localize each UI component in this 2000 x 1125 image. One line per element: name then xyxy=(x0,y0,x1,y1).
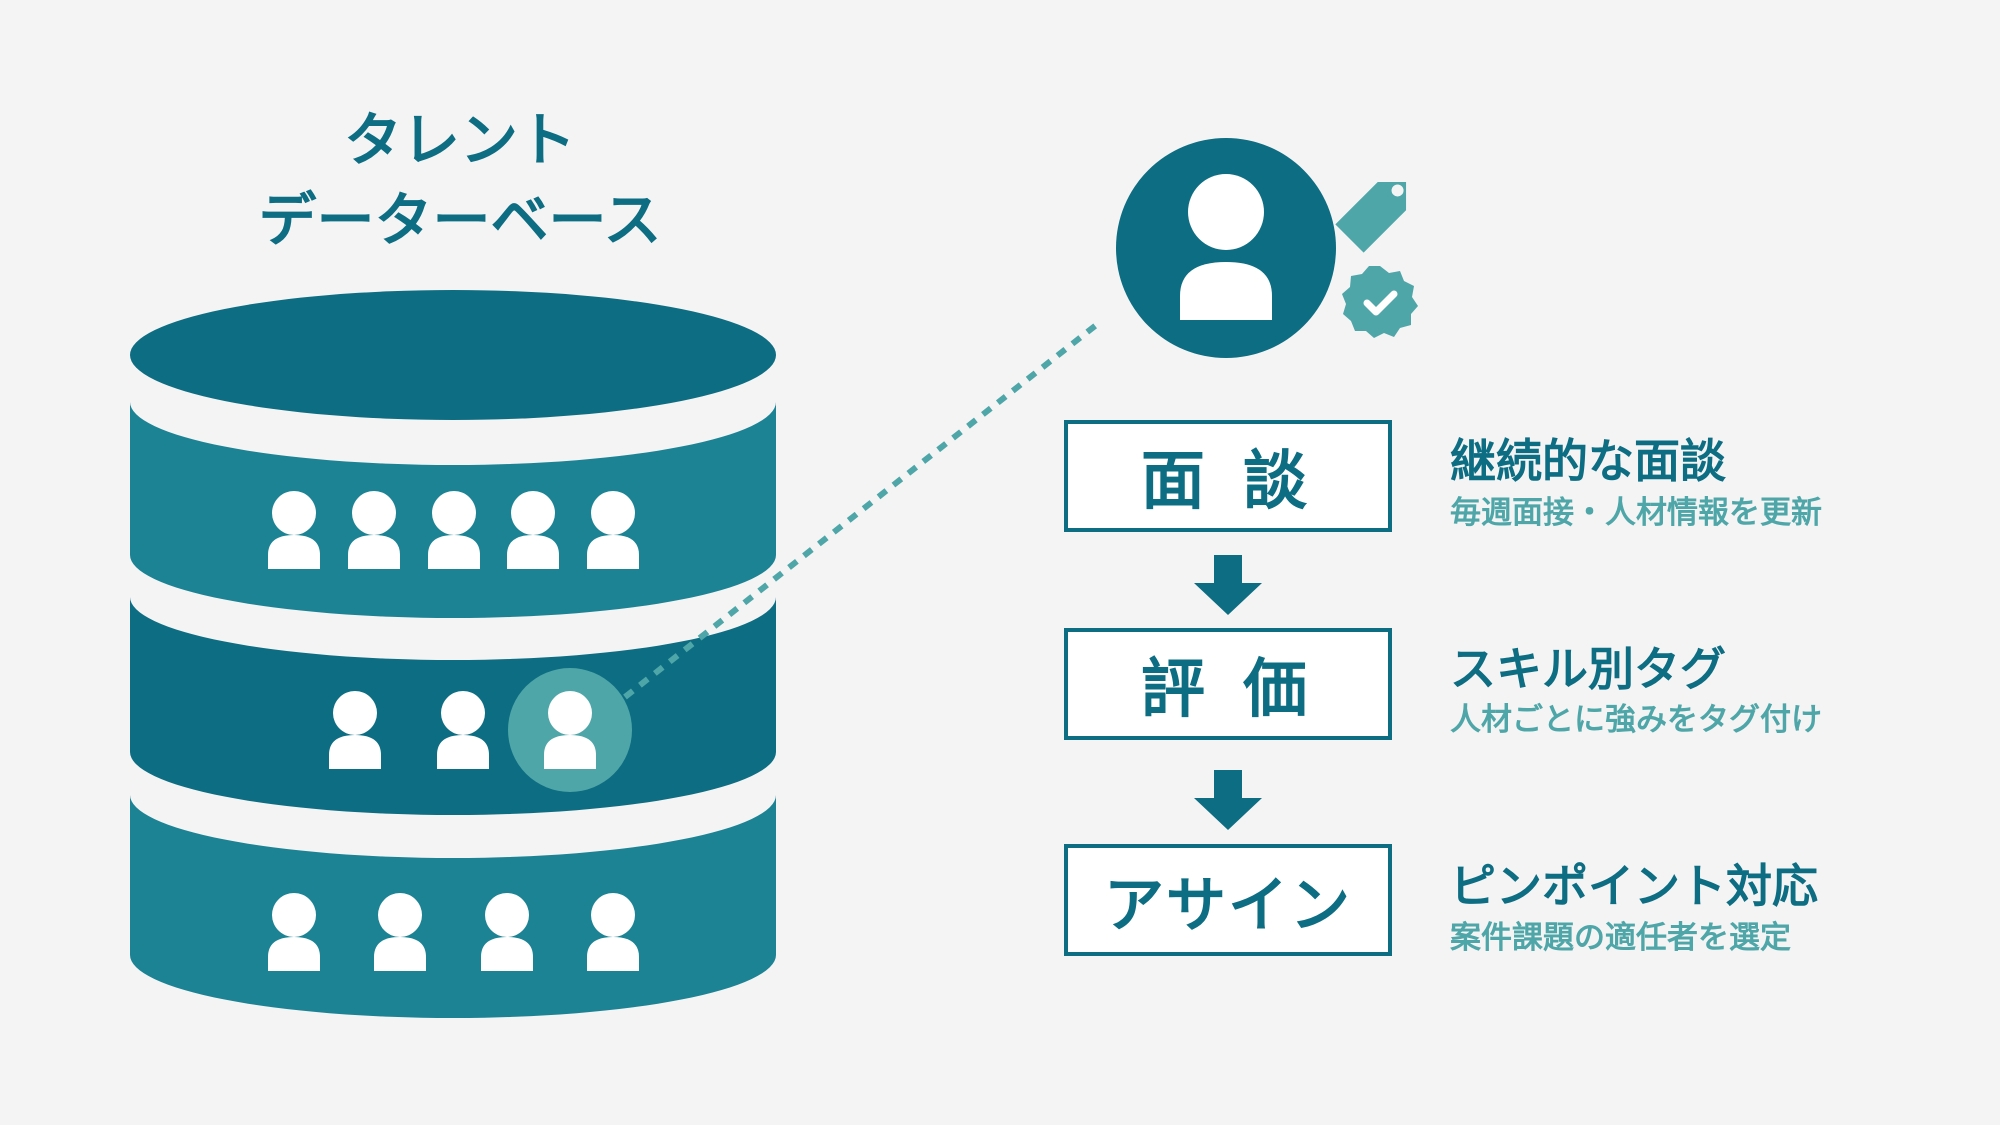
step-subtitle-interview: 毎週面接・人材情報を更新 xyxy=(1450,495,1822,531)
arrow-down-icon xyxy=(1194,555,1262,615)
database-title-line2: データーベース xyxy=(258,186,662,254)
step-box-assign: アサイン xyxy=(1064,844,1392,956)
avatar-head xyxy=(1188,174,1264,250)
people-row-2 xyxy=(329,668,632,792)
dotted-connector-line xyxy=(623,319,1102,700)
step-title-pinpoint: ピンポイント対応 xyxy=(1450,859,1818,913)
step-box-evaluation: 評 価 xyxy=(1064,628,1392,740)
arrow-down-icon xyxy=(1194,770,1262,830)
step-box-interview: 面 談 xyxy=(1064,420,1392,532)
database-top-cap xyxy=(130,290,776,420)
step-title-skill-tags: スキル別タグ xyxy=(1450,642,1726,696)
talent-database-cylinder xyxy=(130,290,776,1018)
step-subtitle-skill-tags: 人材ごとに強みをタグ付け xyxy=(1450,702,1822,738)
database-segment-bottom xyxy=(130,795,776,1018)
database-title: タレント データーベース xyxy=(180,100,740,260)
database-title-line1: タレント xyxy=(343,106,576,174)
avatar-body xyxy=(1180,262,1272,320)
verified-badge-icon xyxy=(1342,266,1418,338)
tag-icon xyxy=(1335,181,1407,253)
step-title-interview: 継続的な面談 xyxy=(1450,434,1726,488)
profile-avatar xyxy=(1116,138,1336,358)
step-subtitle-pinpoint: 案件課題の適任者を選定 xyxy=(1450,920,1791,956)
